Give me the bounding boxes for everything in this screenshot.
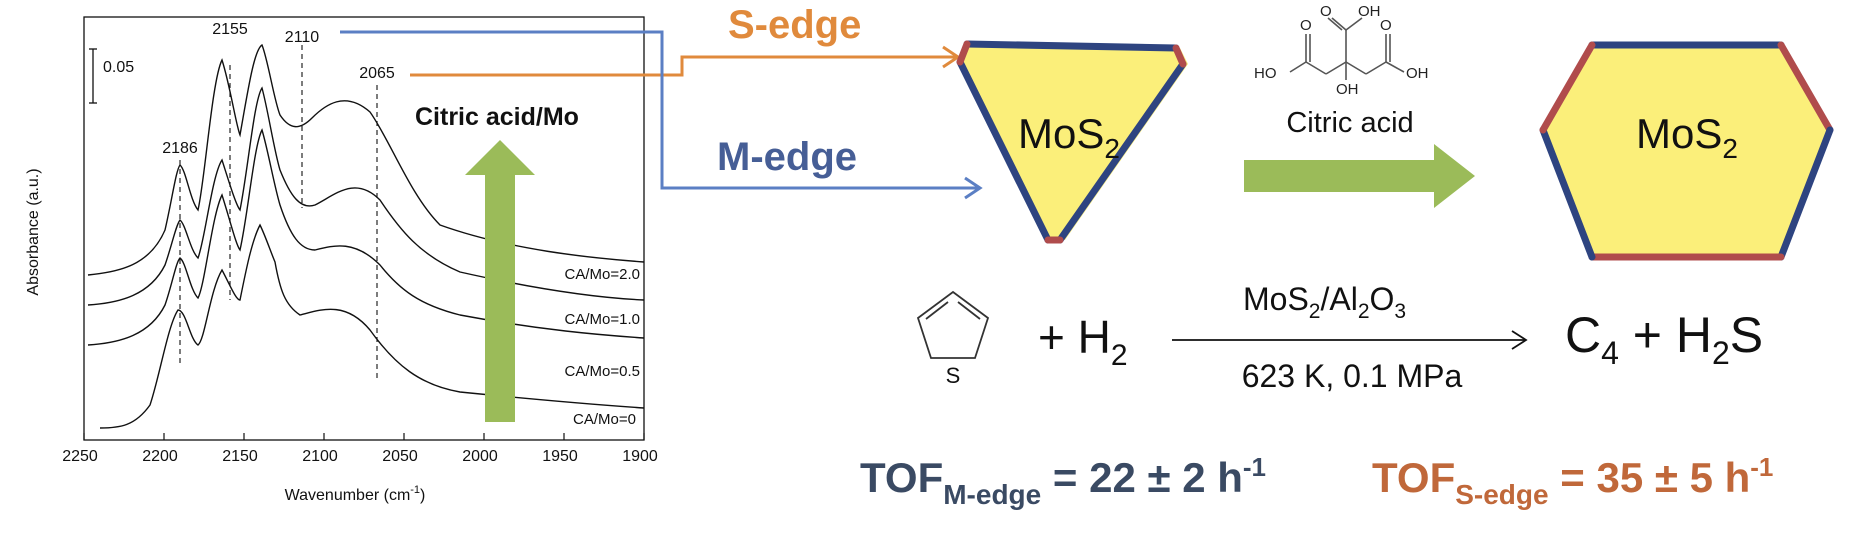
x-tick-label: 1900 (622, 448, 658, 465)
products-label: C4 + H2S (1565, 307, 1763, 371)
mos2-hexagon-crystal: MoS2 (1539, 41, 1834, 261)
reaction-conditions: 623 K, 0.1 MPa (1242, 358, 1463, 394)
thiophene-structure (916, 290, 990, 359)
citric-oxygen-label: O (1320, 3, 1332, 20)
citric-acid-structure (1289, 17, 1405, 80)
trace-label: CA/Mo=1.0 (565, 311, 640, 328)
spectra-traces (87, 43, 645, 429)
trace-label: CA/Mo=0 (573, 411, 636, 428)
x-tick-marks (83, 433, 645, 440)
s-edge-connector (410, 55, 958, 77)
citric-acid-label: Citric acid (1286, 107, 1413, 139)
plot-frame (83, 16, 645, 441)
peak-label: 2186 (162, 140, 198, 157)
ir-spectrum-panel: 2250 2200 2150 2100 2050 2000 1950 1900 … (25, 16, 658, 504)
citric-oxygen-label: O (1380, 17, 1392, 34)
mos2-triangle-label: MoS2 (1018, 110, 1120, 164)
citric-hydroxyl-label: OH (1336, 81, 1359, 98)
y-axis-title: Absorbance (a.u.) (25, 168, 42, 295)
tof-m-edge: TOFM-edge = 22 ± 2 h-1 (860, 452, 1266, 510)
peak-label: 2110 (285, 29, 320, 46)
catalyst-label: MoS2/Al2O3 (1243, 281, 1406, 323)
peak-guides (179, 45, 378, 380)
m-edge-label: M-edge (717, 135, 857, 179)
scale-bar (89, 48, 97, 104)
citric-acid-ratio-label: Citric acid/Mo (415, 103, 579, 131)
spectrum-trace-ca-mo-0 (99, 223, 645, 429)
transformation-arrow (1244, 144, 1475, 208)
hydrogen-reactant: + H2 (1038, 311, 1128, 372)
scale-bar-label: 0.05 (103, 59, 134, 76)
x-tick-label: 1950 (542, 448, 578, 465)
peak-label: 2155 (212, 21, 248, 38)
spectrum-trace-ca-mo-10 (87, 86, 645, 306)
mos2-hexagon-label: MoS2 (1636, 110, 1738, 164)
increase-arrow (465, 140, 535, 422)
trace-label: CA/Mo=0.5 (565, 363, 640, 380)
x-axis-title: Wavenumber (cm-1) (285, 484, 426, 504)
citric-hydroxyl-label: OH (1358, 3, 1381, 20)
citric-hydroxyl-label: OH (1406, 65, 1429, 82)
x-tick-label: 2100 (302, 448, 338, 465)
mos2-triangle-crystal: MoS2 (956, 40, 1188, 244)
citric-oxygen-label: O (1300, 17, 1312, 34)
x-tick-label: 2250 (62, 448, 98, 465)
x-tick-label: 2150 (222, 448, 258, 465)
x-tick-label: 2050 (382, 448, 418, 465)
peak-label: 2065 (359, 65, 395, 82)
tof-s-edge: TOFS-edge = 35 ± 5 h-1 (1372, 452, 1773, 510)
trace-label: CA/Mo=2.0 (565, 266, 640, 283)
reaction-arrow (1172, 330, 1528, 350)
spectrum-trace-ca-mo-05 (87, 128, 645, 346)
citric-hydroxyl-label: HO (1254, 65, 1277, 82)
edge-connectors (340, 30, 983, 200)
thiophene-sulfur-mask (943, 366, 963, 388)
thiophene-sulfur-label: S (946, 363, 961, 388)
x-tick-label: 2000 (462, 448, 498, 465)
m-edge-connector (340, 30, 980, 190)
spectrum-trace-ca-mo-20 (87, 43, 645, 276)
s-edge-label: S-edge (728, 3, 861, 47)
x-tick-label: 2200 (142, 448, 178, 465)
